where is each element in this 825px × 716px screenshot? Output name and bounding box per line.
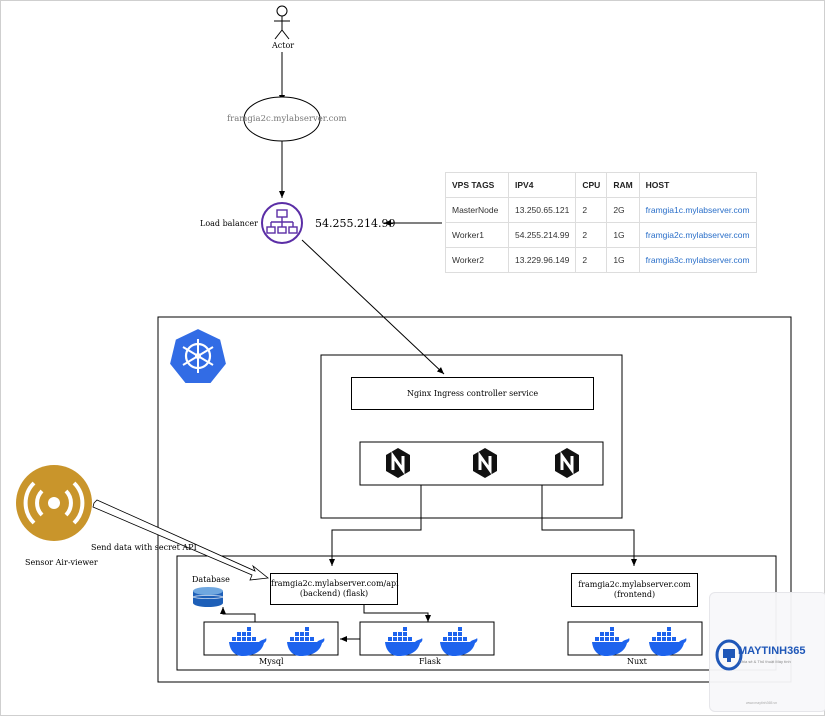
load-balancer-ip: 54.255.214.99 — [315, 217, 396, 230]
cell-host-link[interactable]: framgia1c.mylabserver.com — [638, 197, 757, 223]
watermark: MAYTINH365 Chia sẻ & Thủ thuật Máy tính … — [709, 592, 825, 712]
sensor-icon — [16, 465, 92, 541]
cell-host-link[interactable]: framgia3c.mylabserver.com — [638, 247, 757, 273]
cell-cpu: 2 — [575, 222, 608, 248]
frontend-service-box: framgia2c.mylabserver.com (frontend) — [571, 573, 698, 607]
cell-host-link[interactable]: framgia2c.mylabserver.com — [638, 222, 757, 248]
mysql-pod-label: Mysql — [259, 657, 284, 666]
database-icon — [192, 587, 224, 607]
sensor-arrow-label: Send data with secret API — [91, 543, 197, 552]
watermark-title: MAYTINH365 — [738, 645, 806, 657]
docker-icon — [649, 627, 687, 656]
cell-ram: 2G — [606, 197, 640, 223]
watermark-logo-icon — [715, 639, 743, 671]
api-service-box: framgia2c.mylabserver.com/api (backend) … — [270, 573, 399, 605]
flask-pod-box — [359, 621, 495, 656]
actor-icon — [274, 5, 290, 40]
header-cpu: CPU — [575, 172, 608, 198]
flask-pod-label: Flask — [419, 657, 441, 666]
header-host: HOST — [638, 172, 757, 198]
kubernetes-cluster-box — [157, 316, 792, 683]
api-service-line2: (backend) (flask) — [299, 589, 369, 598]
vps-table: VPS TAGS IPV4 CPU RAM HOST MasterNode 13… — [445, 172, 757, 273]
cell-ip: 13.250.65.121 — [507, 197, 577, 223]
table-row: Worker2 13.229.96.149 2 1G framgia3c.myl… — [445, 247, 757, 273]
cell-ip: 54.255.214.99 — [507, 222, 577, 248]
domain-label[interactable]: framgia2c.mylabserver.com — [227, 114, 347, 124]
load-balancer-label: Load balancer — [200, 219, 258, 228]
docker-icon — [385, 627, 423, 656]
header-vps-tags: VPS TAGS — [445, 172, 509, 198]
cell-cpu: 2 — [575, 197, 608, 223]
cell-ram: 1G — [606, 247, 640, 273]
header-ipv4: IPV4 — [507, 172, 577, 198]
sensor-api-arrow — [92, 499, 270, 581]
table-row: MasterNode 13.250.65.121 2 2G framgia1c.… — [445, 197, 757, 223]
cell-tag: Worker1 — [445, 222, 509, 248]
cell-tag: MasterNode — [445, 197, 509, 223]
cell-cpu: 2 — [575, 247, 608, 273]
table-header-row: VPS TAGS IPV4 CPU RAM HOST — [445, 172, 757, 198]
frontend-service-line1: framgia2c.mylabserver.com — [578, 580, 691, 589]
cell-ip: 13.229.96.149 — [507, 247, 577, 273]
nginx-pods-box — [359, 441, 604, 486]
table-row: Worker1 54.255.214.99 2 1G framgia2c.myl… — [445, 222, 757, 248]
cell-ram: 1G — [606, 222, 640, 248]
nuxt-pod-box — [567, 621, 703, 656]
actor-label: Actor — [272, 41, 295, 50]
api-service-line1: framgia2c.mylabserver.com/api — [271, 579, 399, 588]
nginx-icon — [471, 446, 499, 480]
database-label: Database — [192, 575, 230, 584]
cell-tag: Worker2 — [445, 247, 509, 273]
ingress-service-box: Nginx Ingress controller service — [351, 377, 594, 410]
header-ram: RAM — [606, 172, 640, 198]
docker-icon — [440, 627, 478, 656]
ingress-container-box — [320, 354, 623, 519]
nginx-icon — [553, 446, 581, 480]
watermark-subtitle: Chia sẻ & Thủ thuật Máy tính — [739, 659, 791, 664]
sensor-label: Sensor Air-viewer — [25, 558, 98, 567]
frontend-service-line2: (frontend) — [613, 590, 656, 599]
nuxt-pod-label: Nuxt — [627, 657, 647, 666]
mysql-pod-box — [203, 621, 339, 656]
load-balancer-icon — [261, 202, 303, 244]
nginx-icon — [384, 446, 412, 480]
docker-icon — [229, 627, 267, 656]
docker-icon — [592, 627, 630, 656]
ingress-service-label: Nginx Ingress controller service — [406, 389, 539, 398]
docker-icon — [287, 627, 325, 656]
watermark-footer: www.maytinh365.vn — [746, 701, 778, 705]
kubernetes-icon — [167, 326, 229, 385]
